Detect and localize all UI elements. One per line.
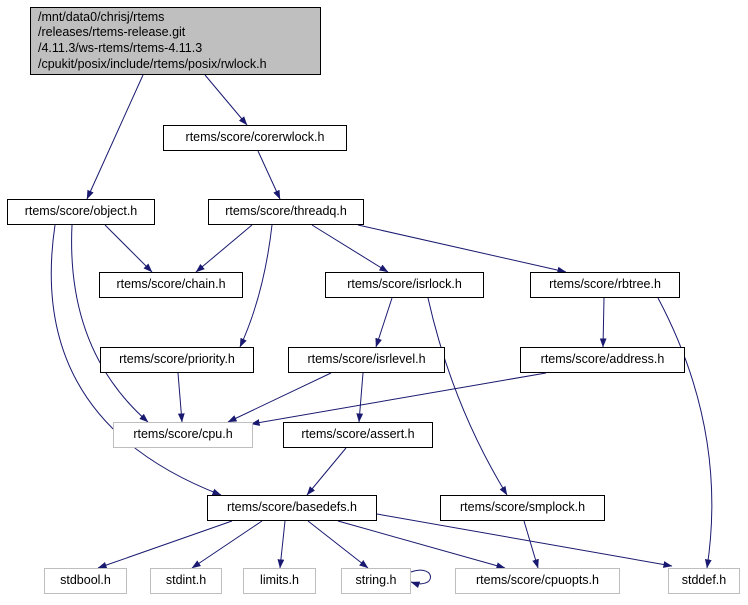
node-main: /mnt/data0/chrisj/rtems/releases/rtems-r… bbox=[30, 7, 321, 75]
edge-threadq-isrlock bbox=[311, 224, 389, 273]
node-label: rtems/score/cpu.h bbox=[133, 427, 233, 442]
edge-smplock-cpuopts bbox=[523, 520, 539, 569]
node-label: /4.11.3/ws-rtems/rtems-4.11.3 bbox=[38, 41, 203, 55]
node-label: /releases/rtems-release.git bbox=[38, 25, 186, 40]
edge-object-basedefs bbox=[50, 224, 222, 496]
node-label: rtems/score/isrlevel.h bbox=[307, 352, 426, 367]
node-chain[interactable]: rtems/score/chain.h bbox=[99, 272, 243, 298]
node-label: /mnt/data0/chrisj/rtems bbox=[38, 9, 165, 24]
node-label: limits.h bbox=[260, 573, 299, 588]
node-rbtree[interactable]: rtems/score/rbtree.h bbox=[530, 272, 680, 298]
edge-isrlevel-assert bbox=[356, 372, 364, 423]
node-limits: limits.h bbox=[243, 568, 316, 594]
node-assert[interactable]: rtems/score/assert.h bbox=[283, 422, 433, 448]
node-label: rtems/score/cpuopts.h bbox=[476, 573, 599, 588]
node-stdbool: stdbool.h bbox=[44, 568, 127, 594]
edge-basedefs-stddef bbox=[376, 513, 673, 568]
node-threadq[interactable]: rtems/score/threadq.h bbox=[208, 199, 364, 225]
node-isrlock[interactable]: rtems/score/isrlock.h bbox=[325, 272, 484, 298]
node-stddef: stddef.h bbox=[668, 568, 740, 594]
node-label: rtems/score/corerwlock.h bbox=[185, 130, 325, 145]
edge-rbtree-stddef bbox=[657, 297, 713, 569]
node-label: rtems/score/basedefs.h bbox=[227, 500, 357, 515]
node-cpu: rtems/score/cpu.h bbox=[113, 422, 253, 448]
node-label: rtems/score/priority.h bbox=[119, 352, 235, 367]
node-label: rtems/score/address.h bbox=[540, 352, 665, 367]
node-smplock[interactable]: rtems/score/smplock.h bbox=[440, 495, 605, 521]
node-corerwlock[interactable]: rtems/score/corerwlock.h bbox=[163, 125, 347, 151]
edge-isrlock-smplock bbox=[427, 297, 508, 496]
node-label: rtems/score/rbtree.h bbox=[549, 277, 661, 292]
edge-main-object bbox=[86, 74, 144, 200]
node-basedefs[interactable]: rtems/score/basedefs.h bbox=[207, 495, 377, 521]
edge-string-string-loop bbox=[410, 569, 431, 589]
edge-isrlevel-cpu bbox=[227, 372, 332, 423]
edge-basedefs-cpuopts bbox=[337, 520, 506, 569]
node-label: rtems/score/smplock.h bbox=[459, 500, 586, 515]
edge-main-corerwlock bbox=[204, 74, 248, 126]
node-string: string.h bbox=[341, 568, 411, 594]
node-label: rtems/score/assert.h bbox=[301, 427, 415, 442]
node-stdint: stdint.h bbox=[150, 568, 222, 594]
node-label: string.h bbox=[355, 573, 397, 588]
node-label: stddef.h bbox=[681, 573, 727, 588]
node-label: /cpukit/posix/include/rtems/posix/rwlock… bbox=[38, 56, 267, 71]
node-label: rtems/score/isrlock.h bbox=[347, 277, 462, 292]
edge-assert-basedefs bbox=[306, 447, 347, 496]
node-label: stdbool.h bbox=[60, 573, 111, 588]
edge-priority-cpu bbox=[177, 372, 185, 423]
edge-threadq-chain bbox=[195, 224, 253, 273]
node-cpuopts: rtems/score/cpuopts.h bbox=[455, 568, 620, 594]
edge-basedefs-limits bbox=[277, 520, 286, 569]
edge-address-cpu bbox=[250, 372, 547, 426]
node-object[interactable]: rtems/score/object.h bbox=[7, 199, 155, 225]
edge-isrlock-isrlevel bbox=[375, 297, 393, 348]
edge-basedefs-string bbox=[307, 520, 369, 569]
edge-rbtree-address bbox=[599, 297, 607, 348]
edge-threadq-rbtree bbox=[357, 224, 567, 274]
edge-threadq-priority bbox=[239, 224, 273, 348]
edge-group bbox=[50, 74, 713, 589]
node-priority[interactable]: rtems/score/priority.h bbox=[100, 347, 254, 373]
edge-basedefs-stdbool bbox=[97, 520, 233, 569]
node-label: rtems/score/threadq.h bbox=[225, 204, 347, 219]
node-address[interactable]: rtems/score/address.h bbox=[520, 347, 685, 373]
node-label: stdint.h bbox=[165, 573, 207, 588]
edge-basedefs-stdint bbox=[191, 520, 263, 569]
edge-object-chain bbox=[104, 224, 153, 273]
edge-object-cpu bbox=[71, 224, 149, 423]
node-label: rtems/score/chain.h bbox=[116, 277, 226, 292]
node-isrlevel[interactable]: rtems/score/isrlevel.h bbox=[288, 347, 445, 373]
node-label: rtems/score/object.h bbox=[24, 204, 138, 219]
edge-corerwlock-threadq bbox=[257, 150, 281, 200]
